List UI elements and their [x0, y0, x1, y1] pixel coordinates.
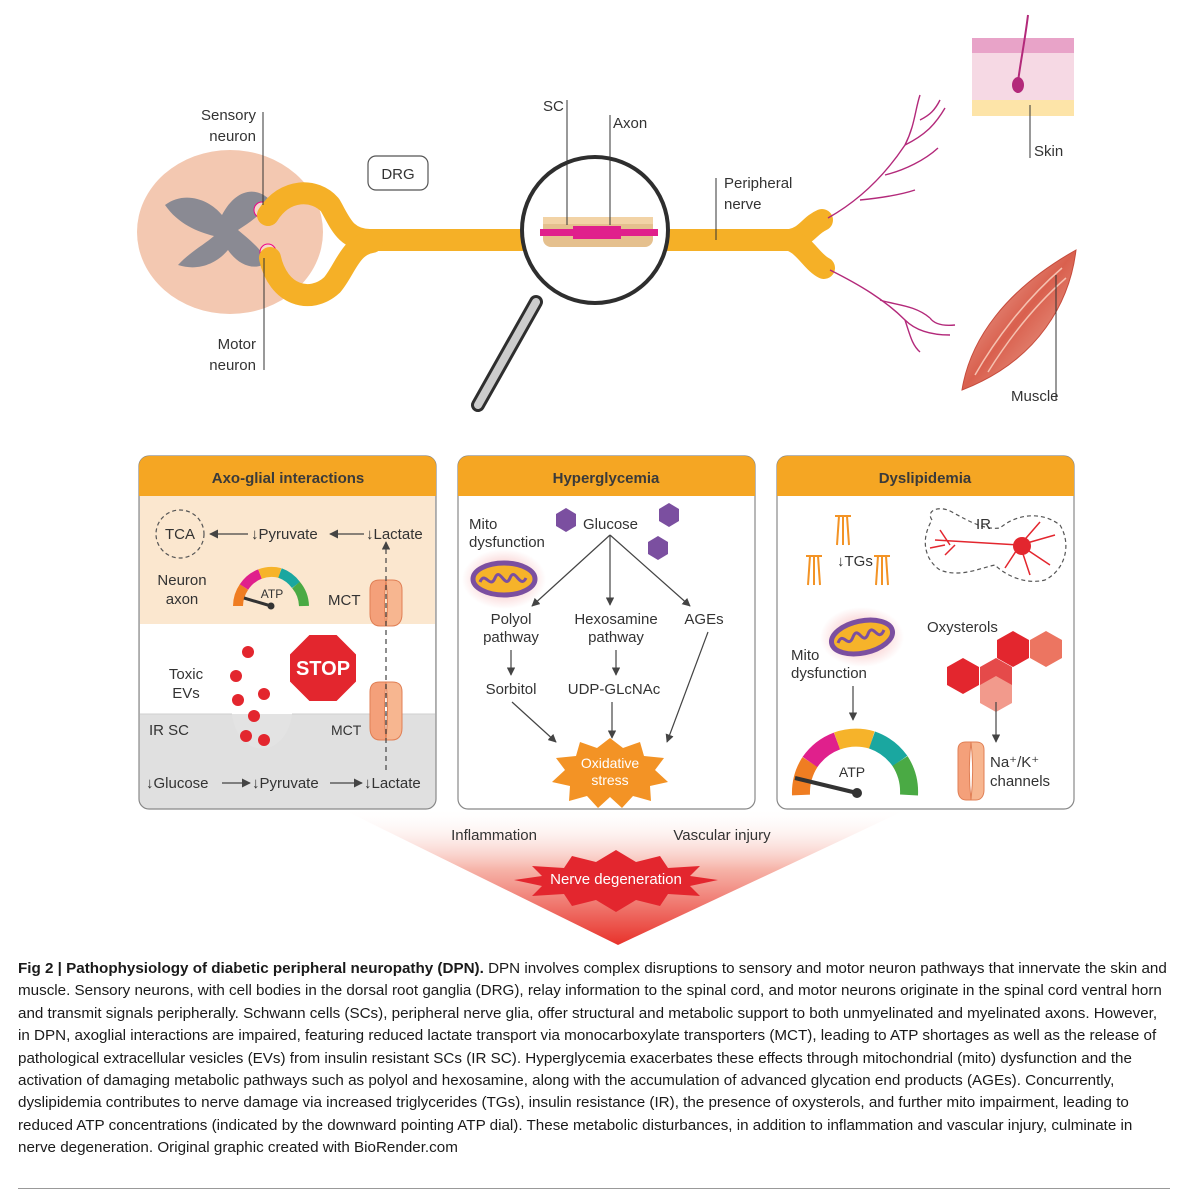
- mct-transporter-top: [369, 579, 403, 627]
- vascular-injury-label: Vascular injury: [673, 827, 771, 844]
- ir-label: IR: [976, 516, 991, 533]
- caption-rule: [18, 1188, 1170, 1189]
- ir-sc-label: IR SC: [149, 722, 189, 739]
- ages-label: AGEs: [684, 611, 723, 628]
- sorbitol-label: Sorbitol: [486, 681, 537, 698]
- lactate-top-label: ↓Lactate: [366, 526, 423, 543]
- oxysterols-label: Oxysterols: [927, 619, 998, 636]
- figure-caption: Fig 2 | Pathophysiology of diabetic peri…: [18, 958, 1170, 1160]
- tca-label: TCA: [165, 526, 195, 543]
- inflammation-label: Inflammation: [451, 827, 537, 844]
- mitochondrion-icon-hyper: [462, 549, 546, 609]
- anatomy-label-lines: [262, 100, 1057, 400]
- hyperglycemia-title: Hyperglycemia: [553, 470, 660, 487]
- ion-channel-icon: [957, 741, 985, 801]
- atp-gauge-small: [233, 566, 309, 610]
- caption-label: Fig 2 | Pathophysiology of diabetic peri…: [18, 960, 484, 977]
- axon-label: Axon: [613, 115, 647, 132]
- dyslipidemia-title: Dyslipidemia: [879, 470, 972, 487]
- nerve-degeneration-label: Nerve degeneration: [550, 871, 682, 888]
- stop-sign: [288, 633, 358, 703]
- skin-label: Skin: [1034, 143, 1063, 160]
- udp-glcnac-label: UDP-GLcNAc: [568, 681, 661, 698]
- nerve-degeneration-burst: [514, 850, 718, 912]
- ir-neuron-icon: [924, 508, 1067, 582]
- na-k-channels-label: Na⁺/K⁺channels: [990, 754, 1050, 790]
- skin-icon: [972, 14, 1074, 116]
- pyruvate-top-label: ↓Pyruvate: [251, 526, 318, 543]
- mitochondrion-icon-dys: [820, 607, 904, 667]
- tgs-label: ↓TGs: [837, 553, 873, 570]
- sc-label: SC: [543, 98, 564, 115]
- drg-label: DRG: [381, 166, 414, 183]
- drg-box: [367, 155, 429, 191]
- oxysterol-hexagons: [947, 631, 1062, 712]
- oxidative-stress-burst: [552, 738, 668, 808]
- glucose-hexagons: [556, 503, 679, 560]
- tca-cycle: [155, 509, 205, 559]
- axoglial-panel: [138, 455, 437, 810]
- mct-bottom-label: MCT: [331, 722, 362, 738]
- stop-label: STOP: [296, 658, 350, 680]
- atp-small-label: ATP: [261, 587, 283, 601]
- axoglial-title: Axo-glial interactions: [212, 470, 365, 487]
- mct-top-label: MCT: [328, 592, 361, 609]
- muscle-label: Muscle: [1011, 388, 1059, 405]
- lactate-bottom-label: ↓Lactate: [364, 775, 421, 792]
- mct-transporter-bottom: [369, 681, 403, 741]
- nerve-endings: [827, 94, 956, 353]
- magnifier: [471, 155, 670, 412]
- caption-text: DPN involves complex disruptions to sens…: [18, 960, 1167, 1157]
- glucose-label-hyper: Glucose: [583, 516, 638, 533]
- pyruvate-bottom-label: ↓Pyruvate: [252, 775, 319, 792]
- atp-gauge-large: [791, 728, 919, 798]
- triglyceride-icons: [806, 515, 890, 586]
- nerve-trunk: [257, 182, 835, 307]
- muscle-icon: [961, 249, 1077, 391]
- toxic-vesicles: [230, 646, 270, 746]
- glucose-bottom-label: ↓Glucose: [146, 775, 209, 792]
- atp-large-label: ATP: [839, 764, 865, 780]
